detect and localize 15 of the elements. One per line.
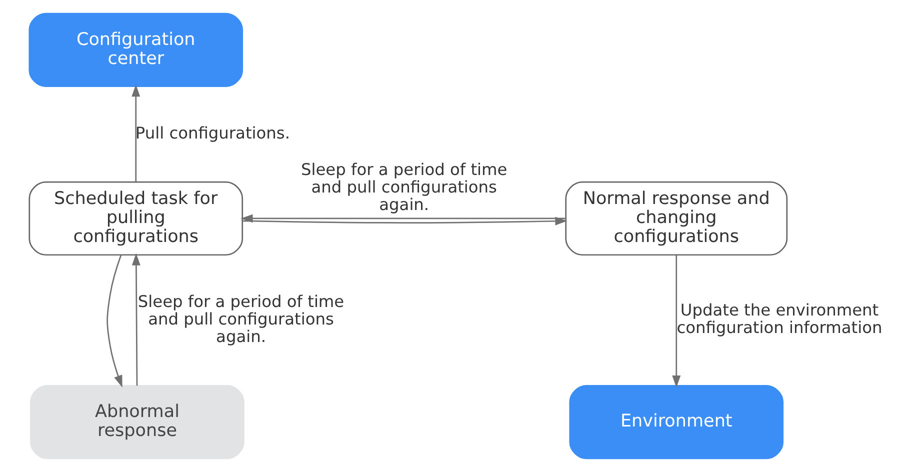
edge-label: Sleep for a period of time and pull configurations again. [300,160,507,214]
node-box: Normal response and changing configurations [564,181,788,256]
edge-label: Pull configurations. [134,123,290,142]
arrow [131,84,140,182]
node-box: Configuration center [28,12,243,88]
arrow [131,253,140,386]
arrow [672,255,680,388]
edge-label: Sleep for a period of time and pull configurations again. [137,292,344,346]
arrow [240,214,566,223]
edge-label: Update the environment configuration information [676,300,882,338]
node-box: Abnormal response [30,384,244,460]
node-box: Scheduled task for pulling configurations [28,181,243,256]
arrow [242,216,567,226]
node-box: Environment [568,384,784,460]
arrow [106,254,122,388]
